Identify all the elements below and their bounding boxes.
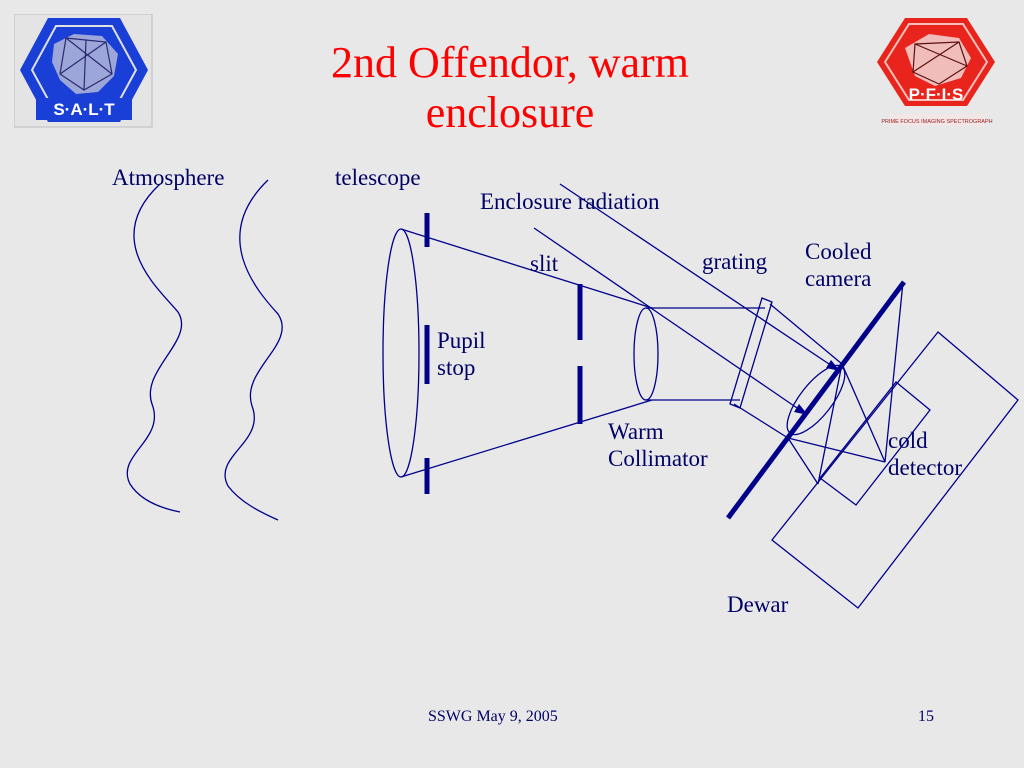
warm-collimator-lens xyxy=(633,307,659,401)
footer-date: SSWG May 9, 2005 xyxy=(428,708,558,725)
atmosphere-wave-1 xyxy=(126,183,183,513)
salt-logo-text: S·A·L·T xyxy=(53,100,115,119)
label-pupil: Pupil xyxy=(437,328,486,353)
label-camera: camera xyxy=(805,266,872,291)
label-cooled: Cooled xyxy=(805,239,872,264)
label-telescope: telescope xyxy=(335,165,421,190)
grating xyxy=(729,297,773,409)
label-collimator: Collimator xyxy=(608,446,708,471)
label-stop: stop xyxy=(437,355,476,380)
salt-logo: S·A·L·T xyxy=(14,14,153,128)
title-line-1: 2nd Offendor, warm xyxy=(331,38,689,87)
detector-box xyxy=(819,381,931,506)
pfis-logo-text: P·F·I·S xyxy=(909,85,964,104)
label-warm-collimator: Warm Collimator xyxy=(608,418,708,472)
label-grating: grating xyxy=(702,249,768,274)
title-line-2: enclosure xyxy=(425,88,595,137)
beam-top-1 xyxy=(400,228,653,309)
telescope-mirror xyxy=(382,228,420,478)
label-detector: detector xyxy=(888,455,963,480)
cooled-camera-window xyxy=(725,280,907,520)
label-warm: Warm xyxy=(608,419,664,444)
label-pupil-stop: Pupil stop xyxy=(437,327,486,381)
enclosure-ray-2 xyxy=(533,227,801,411)
beam-bottom-1 xyxy=(400,399,653,478)
dewar-box xyxy=(771,331,1019,609)
label-cold: cold xyxy=(888,428,928,453)
label-enclosure-radiation: Enclosure radiation xyxy=(480,189,660,214)
enclosure-ray-1 xyxy=(559,183,833,367)
slide-title: 2nd Offendor, warm enclosure xyxy=(240,38,780,138)
label-cooled-camera: Cooled camera xyxy=(805,238,871,292)
label-slit: slit xyxy=(530,251,559,276)
pfis-logo: P·F·I·S PRIME FOCUS IMAGING SPECTROGRAPH xyxy=(877,18,995,126)
pfis-logo-subtitle: PRIME FOCUS IMAGING SPECTROGRAPH xyxy=(881,119,992,125)
label-cold-detector: cold detector xyxy=(888,427,962,481)
arrowhead-1 xyxy=(826,360,840,371)
label-atmosphere: Atmosphere xyxy=(112,165,225,190)
atmosphere-wave-2 xyxy=(224,179,283,521)
label-dewar: Dewar xyxy=(727,592,789,617)
page-number: 15 xyxy=(918,708,934,725)
